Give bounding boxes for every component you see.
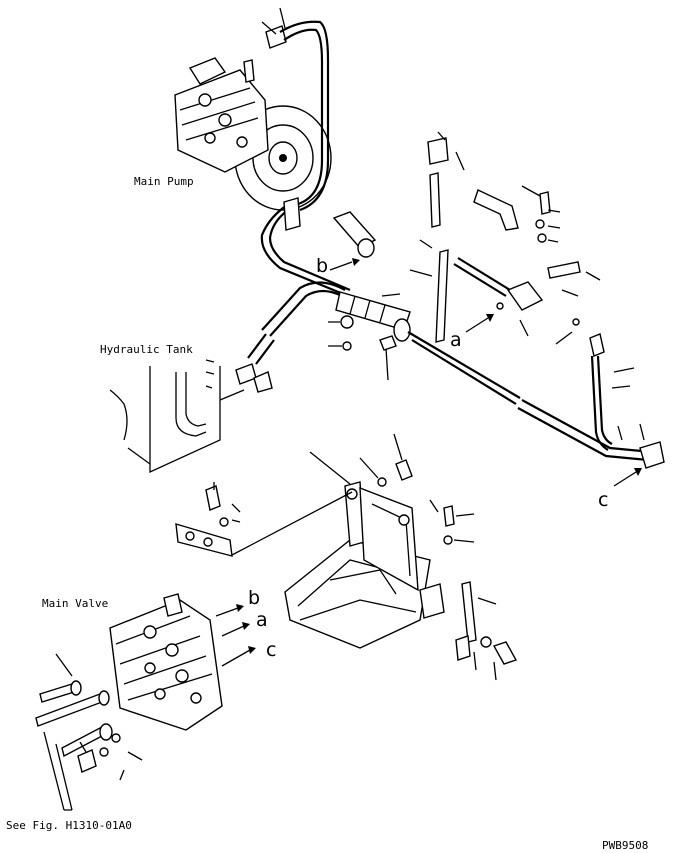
connection-letter-b-lower: b xyxy=(248,587,260,609)
label-see-fig-reference: See Fig. H1310-01A0 xyxy=(6,819,132,832)
center-pipe-assembly xyxy=(261,131,665,487)
label-hydraulic-tank: Hydraulic Tank xyxy=(100,343,193,356)
main-pump-assembly xyxy=(174,7,351,298)
connection-letter-c-lower: c xyxy=(266,639,276,661)
hydraulic-tank xyxy=(109,333,275,474)
connection-letter-b-upper: b xyxy=(316,255,328,277)
main-valve-body xyxy=(109,599,223,731)
connection-letter-a-lower: a xyxy=(256,609,268,631)
connection-letter-a-upper: a xyxy=(450,329,462,351)
junction-block xyxy=(506,281,544,311)
label-main-valve: Main Valve xyxy=(42,597,108,610)
label-main-pump: Main Pump xyxy=(134,175,194,188)
main-valve-assembly xyxy=(35,482,256,811)
drawing-code: PWB9508 xyxy=(602,839,648,852)
valve-mounting-frame xyxy=(231,433,518,681)
connection-letter-c-right: c xyxy=(598,489,608,511)
